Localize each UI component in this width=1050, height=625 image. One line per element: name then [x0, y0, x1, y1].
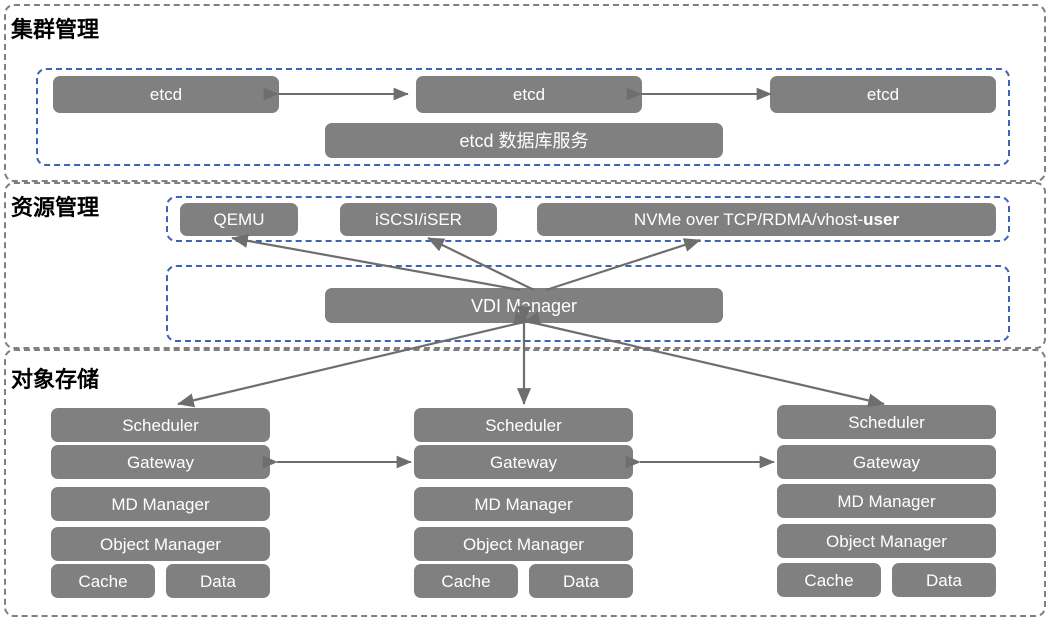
node-vdi-manager[interactable]: VDI Manager: [325, 288, 723, 323]
node-cache-2[interactable]: Cache: [414, 564, 518, 598]
node-etcd-2[interactable]: etcd: [416, 76, 642, 113]
node-qemu[interactable]: QEMU: [180, 203, 298, 236]
node-etcd-3[interactable]: etcd: [770, 76, 996, 113]
node-scheduler-1[interactable]: Scheduler: [51, 408, 270, 442]
node-nvme-over-tcp-rdma-vhost-user[interactable]: NVMe over TCP/RDMA/vhost-user: [537, 203, 996, 236]
node-scheduler-3[interactable]: Scheduler: [777, 405, 996, 439]
section-title-object-storage: 对象存储: [11, 367, 100, 392]
node-cache-3[interactable]: Cache: [777, 563, 881, 597]
node-nvme-label-suffix: user: [863, 210, 900, 229]
section-title-cluster-management: 集群管理: [11, 17, 100, 42]
node-md-manager-1[interactable]: MD Manager: [51, 487, 270, 521]
node-data-2[interactable]: Data: [529, 564, 633, 598]
node-object-manager-2[interactable]: Object Manager: [414, 527, 633, 561]
node-data-3[interactable]: Data: [892, 563, 996, 597]
node-object-manager-3[interactable]: Object Manager: [777, 524, 996, 558]
node-data-1[interactable]: Data: [166, 564, 270, 598]
node-scheduler-2[interactable]: Scheduler: [414, 408, 633, 442]
node-gateway-1[interactable]: Gateway: [51, 445, 270, 479]
node-md-manager-3[interactable]: MD Manager: [777, 484, 996, 518]
node-md-manager-2[interactable]: MD Manager: [414, 487, 633, 521]
section-object-storage: [4, 349, 1046, 617]
node-gateway-3[interactable]: Gateway: [777, 445, 996, 479]
node-cache-1[interactable]: Cache: [51, 564, 155, 598]
node-nvme-label-main: NVMe over TCP/RDMA/vhost-: [633, 210, 864, 229]
group-etcd: [36, 68, 1010, 166]
node-object-manager-1[interactable]: Object Manager: [51, 527, 270, 561]
node-etcd-db-service[interactable]: etcd 数据库服务: [325, 123, 723, 158]
node-gateway-2[interactable]: Gateway: [414, 445, 633, 479]
node-etcd-1[interactable]: etcd: [53, 76, 279, 113]
section-title-resource-management: 资源管理: [11, 195, 100, 220]
section-cluster-management: [4, 4, 1046, 182]
node-iscsi-iser[interactable]: iSCSI/iSER: [340, 203, 497, 236]
